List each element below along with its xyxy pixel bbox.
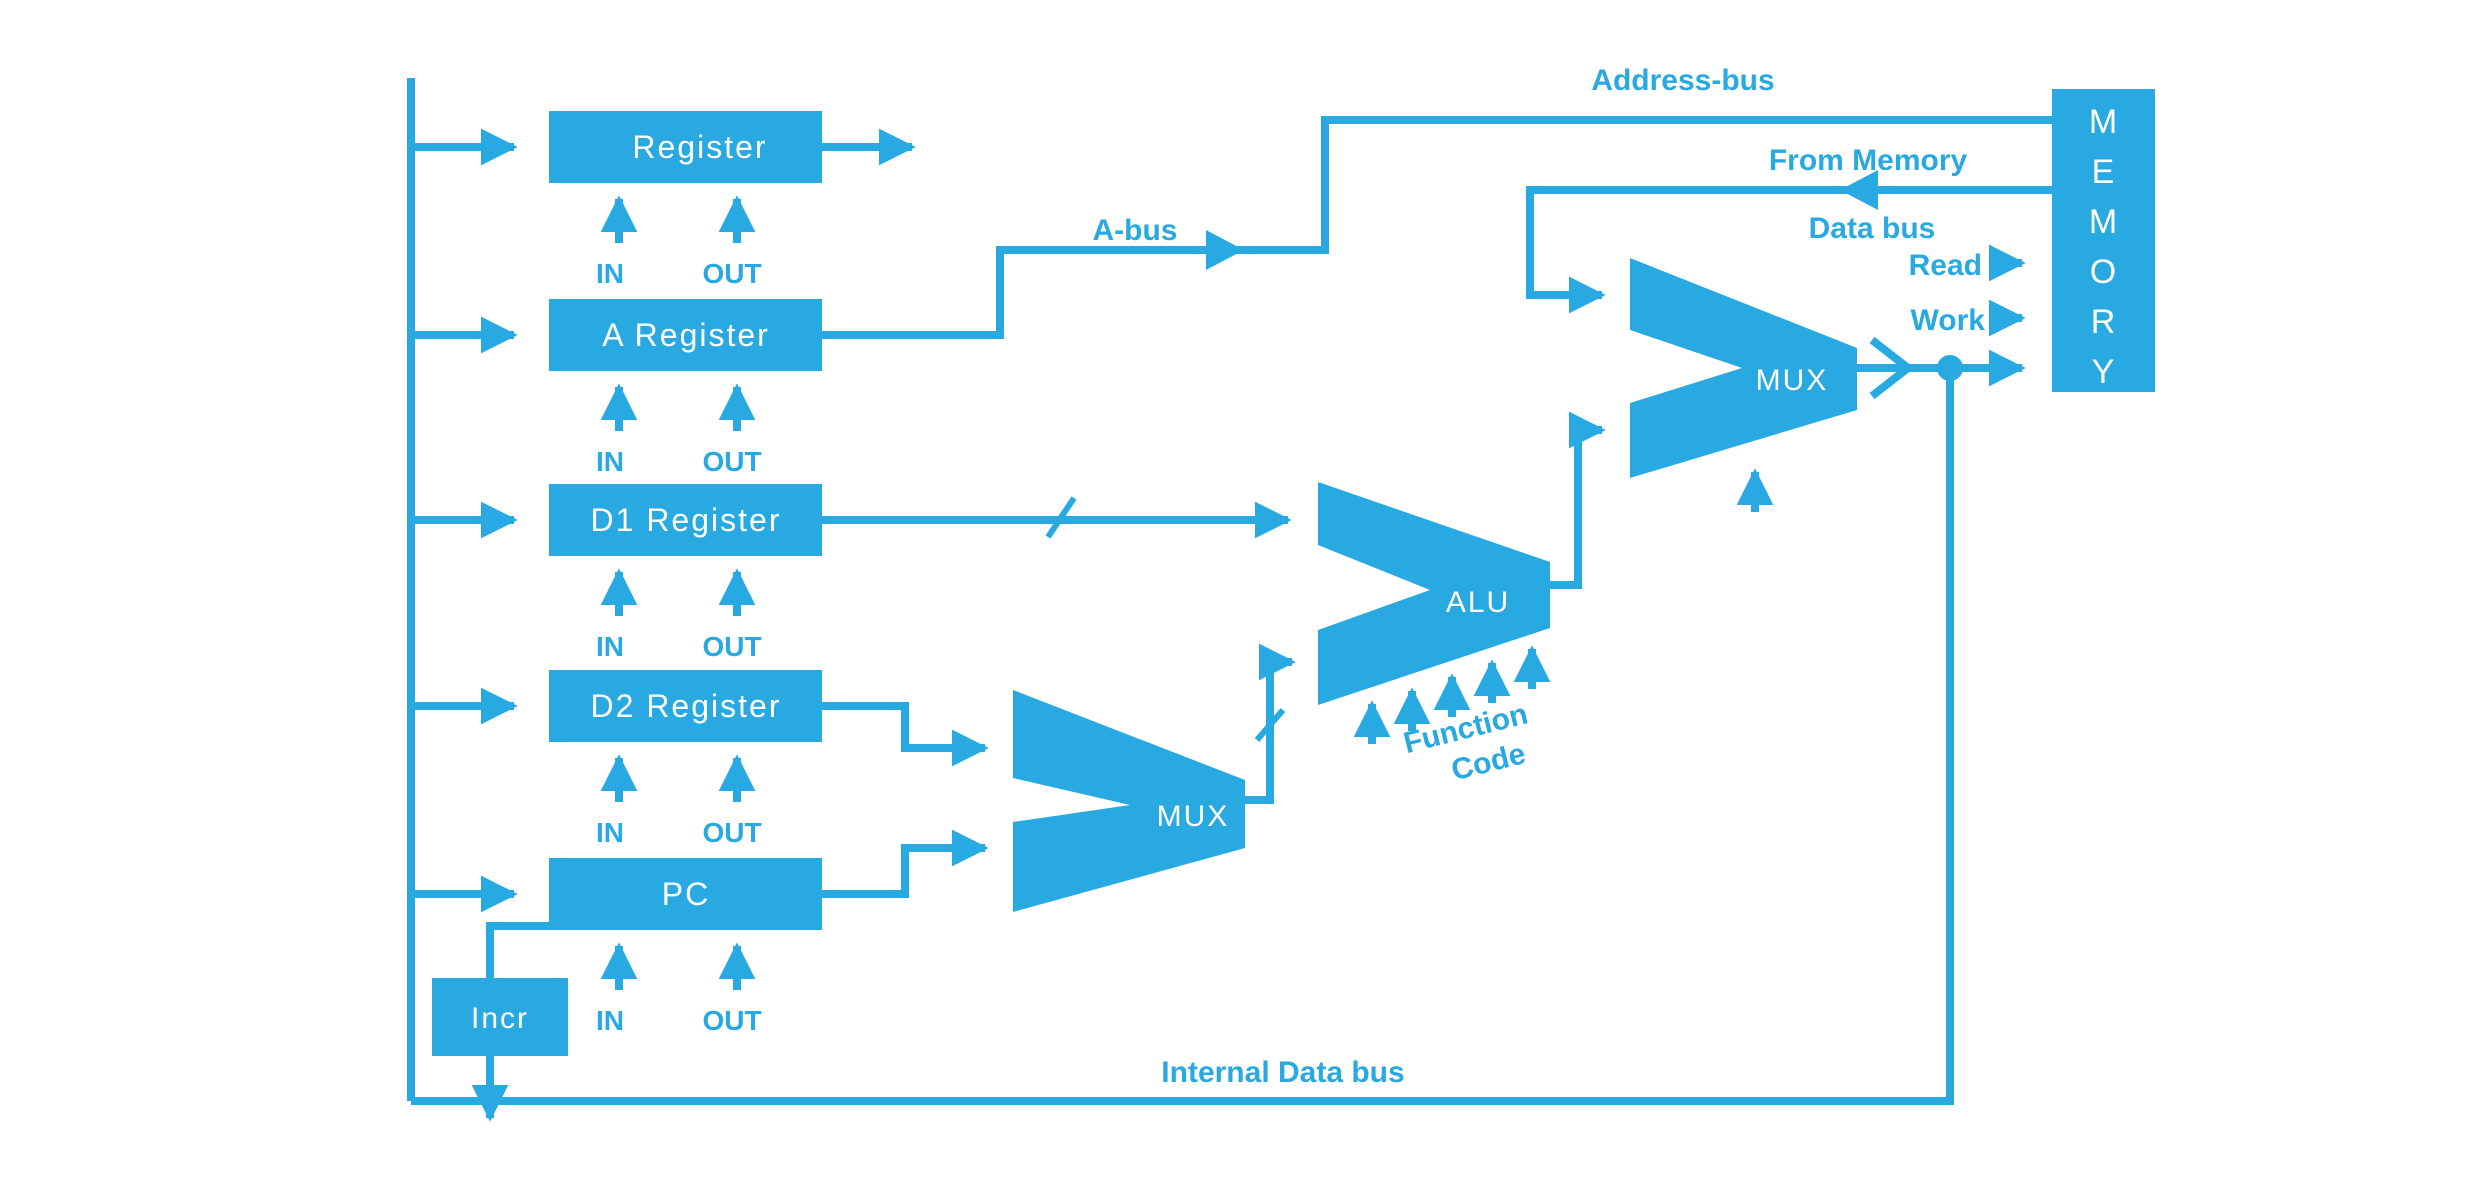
alu-label: ALU (1446, 586, 1510, 619)
register-box-d1-label: D1 Register (591, 502, 782, 538)
work-label: Work (1911, 304, 1986, 337)
memory-letter-3: M (2089, 203, 2117, 241)
memory-letter-5: R (2091, 303, 2116, 341)
register-box-d2 (549, 670, 822, 742)
memory-letter-6: Y (2092, 353, 2115, 391)
register1-out-label: OUT (702, 258, 761, 289)
memory-letter-2: E (2092, 153, 2115, 191)
register2-out-label: OUT (702, 446, 761, 477)
from-memory-wire (1526, 186, 2052, 299)
mux-bus-width-slash (1254, 708, 1286, 742)
register-box-pc-label: PC (662, 876, 710, 912)
memory-letter-4: O (2090, 253, 2116, 291)
alu-to-mux-wire (1550, 426, 1595, 589)
memory-letter-1: M (2089, 103, 2117, 141)
register-box-1 (549, 111, 822, 183)
mux-upper-label: MUX (1756, 364, 1829, 397)
data-bus-label: Data bus (1809, 212, 1936, 245)
from-memory-arrowhead (1840, 170, 1878, 210)
register3-in-label: IN (596, 631, 624, 662)
incrementer-label: Incr (471, 1002, 529, 1035)
a-bus-arrowhead (1206, 230, 1244, 270)
register-box-d1 (549, 484, 822, 556)
register4-in-label: IN (596, 817, 624, 848)
address-bus-label: Address-bus (1591, 64, 1774, 97)
a-bus-label: A-bus (1093, 214, 1178, 247)
register3-out-label: OUT (702, 631, 761, 662)
internal-data-bus-label: Internal Data bus (1161, 1056, 1404, 1089)
memory-box (2052, 89, 2155, 392)
mux-output-chevron-arrow (1869, 336, 1915, 400)
incrementer-box (432, 978, 568, 1056)
register-box-d2-label: D2 Register (591, 688, 782, 724)
mux-lower-label: MUX (1157, 800, 1230, 833)
read-label: Read (1909, 249, 1982, 282)
a-bus-wire (822, 116, 2052, 339)
pc-in-label: IN (596, 1005, 624, 1036)
register-box-pc (549, 858, 822, 930)
d1-bus-width-slash (1045, 496, 1077, 539)
register4-out-label: OUT (702, 817, 761, 848)
register2-in-label: IN (596, 446, 624, 477)
alu-shape (1318, 482, 1550, 705)
mux-upper-shape (1630, 258, 1857, 478)
from-memory-label: From Memory (1769, 144, 1968, 177)
d2-to-mux-wire (822, 702, 960, 752)
register-box-1-label: Register (632, 129, 767, 165)
function-code-label-group: Function Code (1400, 697, 1531, 787)
register1-in-label: IN (596, 258, 624, 289)
pc-to-incr-wire (486, 922, 553, 978)
pc-out-label: OUT (702, 1005, 761, 1036)
mux-lower-shape (1013, 690, 1245, 912)
register-box-a (549, 299, 822, 371)
register-box-a-label: A Register (602, 317, 770, 353)
pc-to-mux-wire (822, 844, 960, 898)
